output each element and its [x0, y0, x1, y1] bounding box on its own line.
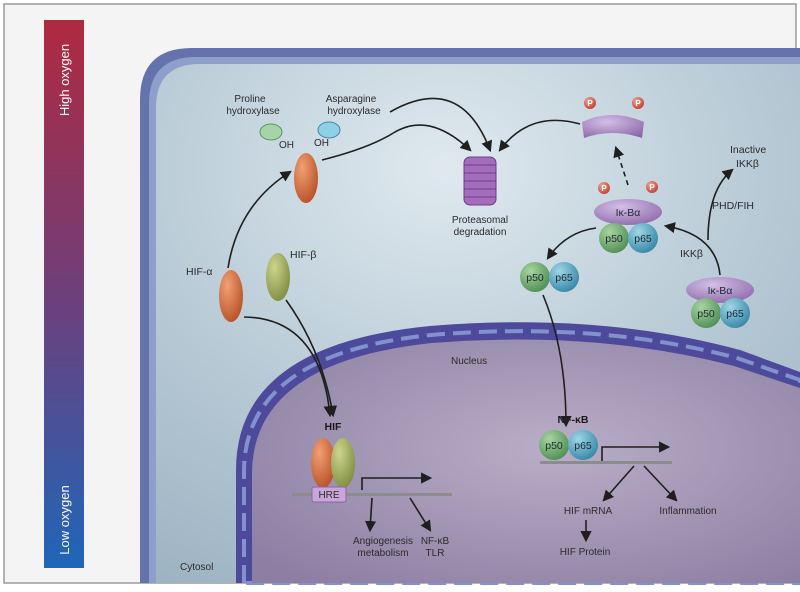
p65-nucleus-label: p65 — [574, 440, 592, 452]
inflammation-label: Inflammation — [659, 506, 716, 517]
asparagine-label-2: hydroxylase — [327, 106, 381, 117]
hre-box — [311, 486, 347, 503]
phosphate-3-label: P — [601, 184, 607, 193]
inactive-label-1: Inactive — [730, 144, 766, 156]
hif-beta-nuclear — [331, 438, 355, 488]
hif-beta-label: HIF-β — [290, 249, 316, 261]
proline-hydroxylase: Proline hydroxylase — [226, 94, 283, 141]
ikba-upper-label: Iκ-Bα — [616, 207, 641, 219]
oxygen-gradient-bar: High oxygen Low oxygen — [44, 20, 84, 568]
arrow-hif-alpha-to-nucleus — [243, 316, 335, 418]
oh-right-label: OH — [314, 138, 329, 149]
hif-protein-label: HIF Protein — [560, 547, 611, 558]
ikkb-label: IKKβ — [680, 248, 703, 260]
arrow-to-angiogenesis — [364, 497, 377, 533]
angiogenesis-label-2: metabolism — [357, 548, 408, 559]
p65-upper-label: p65 — [634, 233, 652, 245]
asparagine-hydroxylase: Asparagine hydroxylase — [317, 94, 381, 139]
nfkb-dna-strand — [540, 461, 672, 464]
ikba-lower-label: Iκ-Bα — [708, 285, 733, 297]
phosphate-4 — [646, 181, 658, 193]
pathway-arrows — [227, 97, 734, 543]
arrow-to-inactive-ikkb — [707, 168, 734, 241]
hre-label: HRE — [318, 490, 339, 501]
phosphate-3 — [598, 182, 610, 194]
hydroxylated-hif-alpha — [294, 153, 318, 203]
arrow-release-nfkb — [546, 227, 597, 260]
hif-alpha-protein — [219, 270, 243, 322]
phosphate-1 — [584, 97, 596, 109]
hif-beta-protein — [266, 253, 290, 301]
phosphate-2-label: P — [635, 99, 641, 108]
arrow-ikkb-phosphorylation — [663, 222, 721, 276]
arrow-ikba-to-proteasome — [498, 119, 581, 152]
p50-upper-label: p50 — [605, 233, 623, 245]
nfkb-tlr-label-2: TLR — [426, 548, 445, 559]
high-oxygen-label: High oxygen — [57, 44, 72, 116]
arrow-hif-to-hydroxylated — [227, 170, 292, 269]
p65-nuclear — [568, 430, 598, 460]
p65-lower-label: p65 — [726, 308, 744, 320]
cytosol-label: Cytosol — [180, 562, 213, 573]
inactive-label-2: IKKβ — [736, 158, 759, 170]
proteasome-label-2: degradation — [454, 227, 507, 238]
inactive-ikba-complex: Iκ-Bα p50 p65 — [686, 277, 754, 328]
phosphate-2 — [632, 97, 644, 109]
nfkb-label: NF-κB — [558, 414, 589, 426]
nfkb-tlr-label-1: NF-κB — [421, 536, 450, 547]
degraded-ikba — [582, 115, 644, 138]
hif-label: HIF — [325, 421, 343, 433]
phd-fih-label: PHD/FIH — [712, 200, 754, 212]
proteasome — [463, 156, 497, 206]
free-nfkb-dimer: p50 p65 — [520, 262, 579, 292]
nucleus — [236, 322, 800, 585]
phosphate-4-label: P — [649, 183, 655, 192]
p65-free-label: p65 — [555, 272, 573, 284]
arrow-hif-transcription — [361, 472, 433, 490]
hif-dna-strand — [292, 493, 452, 496]
phosphate-1-label: P — [587, 99, 593, 108]
oh-left-label: OH — [279, 140, 294, 151]
low-oxygen-label: Low oxygen — [57, 485, 72, 554]
p50-lower-label: p50 — [697, 308, 715, 320]
arrow-nfkb-to-nucleus — [542, 294, 572, 428]
p50-nucleus-label: p50 — [545, 440, 563, 452]
arrow-hydroxylated-to-proteasome — [321, 124, 472, 161]
p50-nuclear — [539, 430, 569, 460]
hif-alpha-label: HIF-α — [186, 266, 212, 278]
arrow-top-to-proteasome — [389, 97, 493, 153]
arrow-to-hif-mrna — [602, 465, 635, 502]
angiogenesis-label-1: Angiogenesis — [353, 536, 413, 547]
hif-mrna-label: HIF mRNA — [564, 506, 613, 517]
proteasome-label-1: Proteasomal — [452, 215, 508, 226]
phosphorylated-ikba-complex: P P Iκ-Bα p50 p65 — [594, 181, 662, 253]
asparagine-label-1: Asparagine — [326, 94, 377, 105]
nucleus-label: Nucleus — [451, 356, 487, 367]
p50-free-label: p50 — [526, 272, 544, 284]
arrow-to-nfkb-tlr — [409, 497, 432, 532]
hif-alpha-nuclear — [311, 438, 335, 488]
arrow-to-inflammation — [643, 465, 678, 502]
arrow-phospho-degradation — [613, 145, 629, 186]
arrow-hif-beta-to-nucleus — [285, 299, 338, 418]
proline-label-1: Proline — [234, 94, 266, 105]
arrow-nfkb-transcription — [601, 441, 671, 461]
proline-label-2: hydroxylase — [226, 106, 280, 117]
